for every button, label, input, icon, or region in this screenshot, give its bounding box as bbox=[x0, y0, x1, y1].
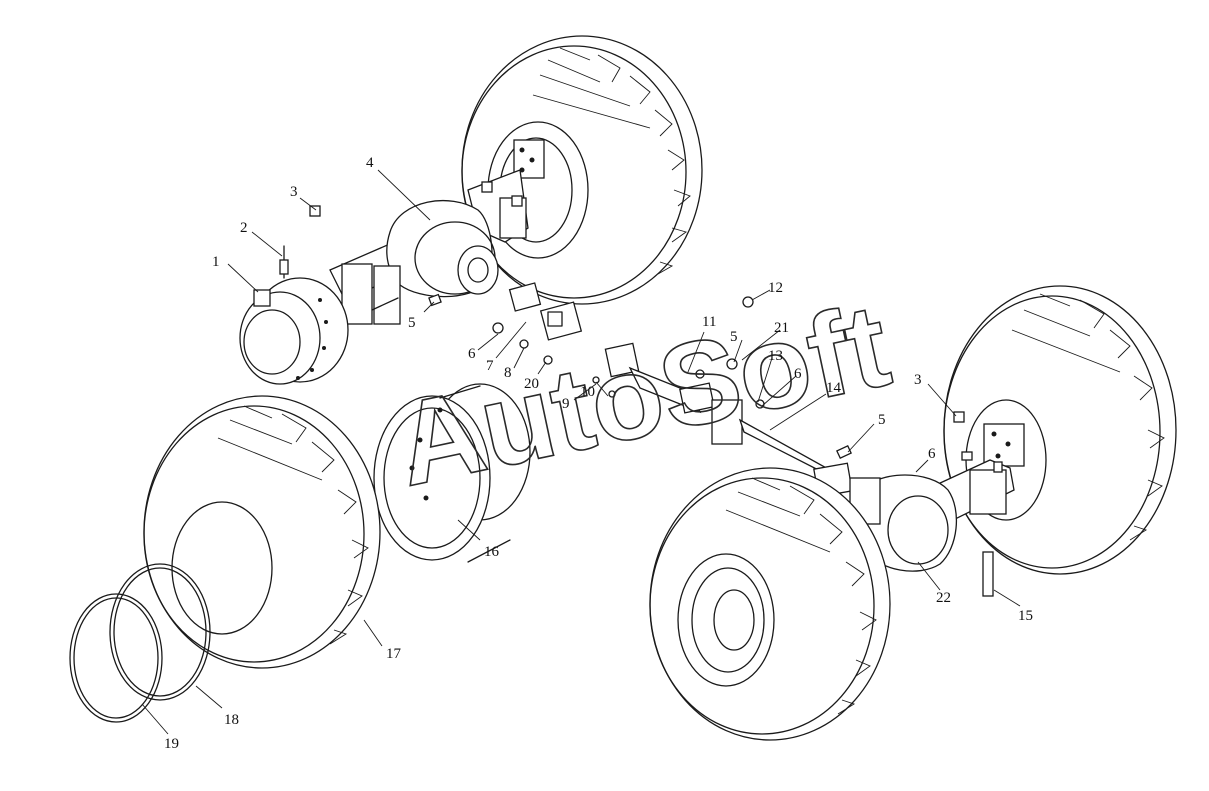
rim bbox=[373, 383, 531, 563]
callout-21: 21 bbox=[774, 320, 789, 336]
callout-labels: 1 2 3 4 5 6 7 8 20 9 10 11 12 5 21 13 6 … bbox=[164, 155, 1033, 752]
callout-5: 5 bbox=[408, 315, 416, 331]
callout-22: 22 bbox=[936, 590, 951, 606]
callout-3: 3 bbox=[290, 184, 298, 200]
callout-11: 11 bbox=[702, 314, 716, 330]
lock-ring bbox=[69, 593, 163, 723]
callout-6-right: 6 bbox=[928, 446, 936, 462]
right-rear-tire bbox=[943, 285, 1177, 575]
callout-13: 13 bbox=[768, 348, 783, 364]
callout-12: 12 bbox=[768, 280, 783, 296]
callout-7: 7 bbox=[486, 358, 494, 374]
right-front-tire bbox=[649, 467, 891, 741]
callout-4: 4 bbox=[366, 155, 374, 171]
callout-3-right: 3 bbox=[914, 372, 922, 388]
callout-5-right: 5 bbox=[878, 412, 886, 428]
callout-10: 10 bbox=[580, 384, 595, 400]
callout-5-mid: 5 bbox=[730, 329, 738, 345]
callout-2: 2 bbox=[240, 220, 248, 236]
callout-9: 9 bbox=[562, 396, 570, 412]
callout-15: 15 bbox=[1018, 608, 1033, 624]
callout-18: 18 bbox=[224, 712, 239, 728]
callout-20: 20 bbox=[524, 376, 539, 392]
callout-6-mid: 6 bbox=[794, 366, 802, 382]
middle-drive-shaft bbox=[592, 296, 853, 498]
left-tire bbox=[143, 395, 381, 669]
leader-lines bbox=[141, 169, 1021, 735]
callout-1: 1 bbox=[212, 254, 220, 270]
callout-8: 8 bbox=[504, 365, 512, 381]
callout-17: 17 bbox=[386, 646, 402, 662]
upper-universal-joint bbox=[492, 282, 583, 365]
callout-16: 16 bbox=[484, 544, 500, 560]
callout-14: 14 bbox=[826, 380, 842, 396]
seat-ring bbox=[109, 563, 211, 701]
callout-6: 6 bbox=[468, 346, 476, 362]
upper-axle-housing bbox=[239, 169, 529, 385]
callout-19: 19 bbox=[164, 736, 179, 752]
